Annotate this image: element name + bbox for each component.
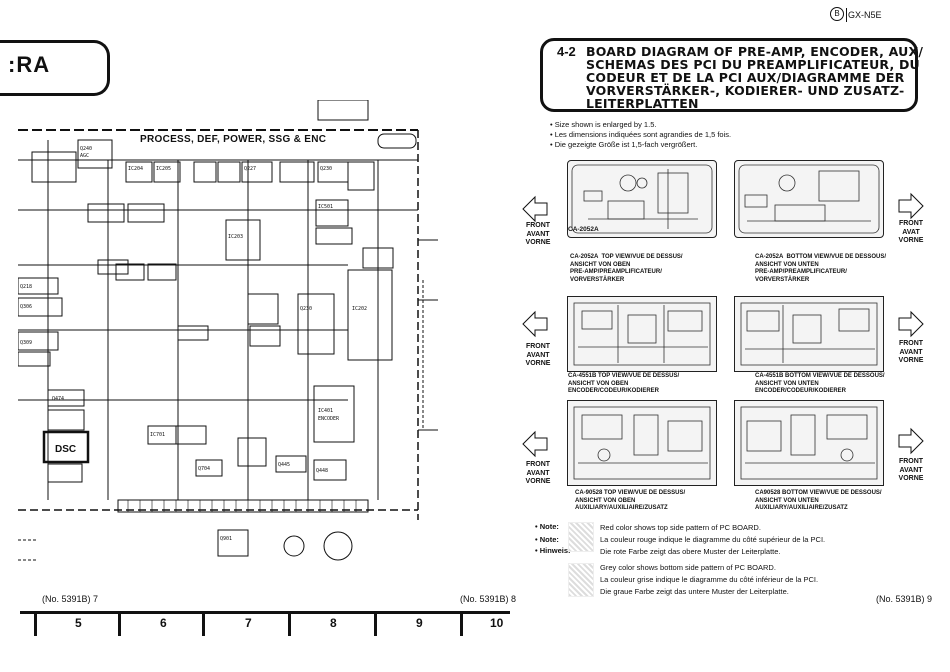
ruler-number: 6 — [160, 616, 167, 630]
page-number-left: (No. 5391B) 7 — [42, 594, 99, 604]
front-direction-label: FRONT AVANT VORNE — [525, 343, 551, 367]
size-note: • Die gezeigte Größe ist 1,5-fach vergrö… — [550, 140, 698, 149]
board-caption: CA90528 BOTTOM VIEW/VUE DE DESSOUS/ ANSI… — [755, 490, 882, 511]
board-caption: CA-2052A BOTTOM VIEW/VUE DE DESSOUS/ ANS… — [755, 254, 887, 283]
front-direction-label: FRONT AVANT VORNE — [525, 461, 551, 485]
section-tab-label: :RA — [8, 52, 51, 77]
board-caption: CA-2052A TOP VIEW/VUE DE DESSUS/ ANSICHT… — [570, 254, 683, 283]
svg-text:Q306: Q306 — [20, 304, 32, 310]
red-pattern-swatch — [568, 522, 594, 552]
pcb-traces — [740, 406, 878, 480]
svg-text:Q230: Q230 — [300, 306, 312, 312]
front-direction-label: FRONT AVANT VORNE — [898, 458, 924, 482]
pcb-image-ca2052a-bottom — [734, 160, 884, 238]
section-title-line: CODEUR ET DE LA PCI AUX/DIAGRAMME DER — [586, 70, 905, 85]
legend-grey-text: La couleur grise indique le diagramme du… — [600, 575, 819, 584]
right-arrow-icon — [898, 192, 924, 220]
model-name: GX-N5E — [848, 10, 882, 20]
ruler-number: 10 — [490, 616, 504, 630]
page-number-right: (No. 5391B) 9 — [876, 594, 933, 604]
svg-text:Q230: Q230 — [320, 166, 332, 172]
legend-red-text: Red color shows top side pattern of PC B… — [600, 523, 761, 532]
left-arrow-icon — [522, 195, 548, 223]
legend-grey-text: Grey color shows bottom side pattern of … — [600, 563, 776, 572]
pcb-traces — [573, 406, 711, 480]
pcb-image-ca90528-bottom — [734, 400, 884, 486]
svg-text:IC203: IC203 — [228, 234, 243, 240]
ruler-number: 9 — [416, 616, 423, 630]
svg-text:Q309: Q309 — [20, 340, 32, 346]
svg-text:ENCODER: ENCODER — [318, 416, 340, 422]
section-number: 4-2 — [557, 44, 576, 59]
right-arrow-icon — [898, 427, 924, 455]
ruler-number: 8 — [330, 616, 337, 630]
board-caption: CA-4551B TOP VIEW/VUE DE DESSUS/ ANSICHT… — [568, 373, 680, 394]
page-number-middle: (No. 5391B) 8 — [460, 594, 517, 604]
size-note-text: Size shown is enlarged by 1.5. — [554, 120, 657, 129]
front-direction-label: FRONT AVAT VORNE — [898, 220, 924, 244]
svg-text:Q901: Q901 — [220, 536, 232, 542]
pcb-traces — [571, 164, 713, 234]
note-label: • Note: — [535, 535, 559, 544]
svg-text:Q704: Q704 — [198, 466, 210, 472]
section-tab-frame — [0, 40, 110, 96]
pcb-traces — [740, 302, 878, 366]
legend-grey-text: Die graue Farbe zeigt das untere Muster … — [600, 587, 789, 596]
section-title-line: BOARD DIAGRAM OF PRE-AMP, ENCODER, AUX/ — [586, 44, 924, 59]
pcb-image-ca4551b-top — [567, 296, 717, 372]
page-ruler: 5 6 7 8 9 10 — [20, 611, 510, 636]
svg-text:Q240: Q240 — [80, 146, 92, 152]
svg-text:IC501: IC501 — [318, 204, 333, 210]
svg-text:Q445: Q445 — [278, 462, 290, 468]
header-divider — [846, 8, 847, 22]
pcb-traces — [738, 164, 880, 234]
section-title-line: SCHEMAS DES PCI DU PREAMPLIFICATEUR, DU — [586, 57, 920, 72]
right-arrow-icon — [898, 310, 924, 338]
left-arrow-icon — [522, 310, 548, 338]
svg-text:DSC: DSC — [55, 444, 76, 455]
ruler-number: 5 — [75, 616, 82, 630]
left-arrow-icon — [522, 430, 548, 458]
pcb-image-ca2052a-top — [567, 160, 717, 238]
page-badge: B — [830, 7, 844, 21]
section-title-line: VORVERSTÄRKER-, KODIERER- UND ZUSATZ- — [586, 83, 905, 98]
svg-text:IC701: IC701 — [150, 432, 165, 438]
size-note-text: Die gezeigte Größe ist 1,5-fach vergröße… — [554, 140, 698, 149]
svg-text:Q227: Q227 — [244, 166, 256, 172]
svg-text:Q448: Q448 — [316, 468, 328, 474]
section-title-line: LEITERPLATTEN — [586, 96, 699, 111]
svg-text:Q218: Q218 — [20, 284, 32, 290]
svg-text:IC202: IC202 — [352, 306, 367, 312]
legend-red-text: La couleur rouge indique le diagramme du… — [600, 535, 826, 544]
size-note: • Les dimensions indiquées sont agrandie… — [550, 130, 732, 139]
section-title-frame — [540, 38, 918, 112]
board-caption: CA-90528 TOP VIEW/VUE DE DESSUS/ ANSICHT… — [575, 490, 686, 511]
note-label: • Note: — [535, 522, 559, 531]
ruler-number: 7 — [245, 616, 252, 630]
legend-red-text: Die rote Farbe zeigt das obere Muster de… — [600, 547, 781, 556]
front-direction-label: FRONT AVANT VORNE — [898, 340, 924, 364]
pcb-image-ca4551b-bottom — [734, 296, 884, 372]
schematic-block-title: PROCESS, DEF, POWER, SSG & ENC — [140, 134, 327, 145]
note-label: • Hinweis: — [535, 546, 571, 555]
pcb-image-ca90528-top — [567, 400, 717, 486]
pcb-traces — [573, 302, 711, 366]
svg-text:Q474: Q474 — [52, 396, 64, 402]
board-label: CA-2052A — [568, 226, 599, 233]
size-note-text: Les dimensions indiquées sont agrandies … — [554, 130, 732, 139]
svg-text:IC205: IC205 — [156, 166, 171, 172]
grey-pattern-swatch — [568, 563, 594, 597]
size-note: • Size shown is enlarged by 1.5. — [550, 120, 657, 129]
svg-text:AGC: AGC — [80, 153, 89, 159]
schematic-page: :RA — [0, 40, 517, 636]
svg-text:IC401: IC401 — [318, 408, 333, 414]
board-caption: CA-4551B BOTTOM VIEW/VUE DE DESSOUS/ ANS… — [755, 373, 885, 394]
front-direction-label: FRONT AVANT VORNE — [525, 222, 551, 246]
svg-text:IC204: IC204 — [128, 166, 143, 172]
